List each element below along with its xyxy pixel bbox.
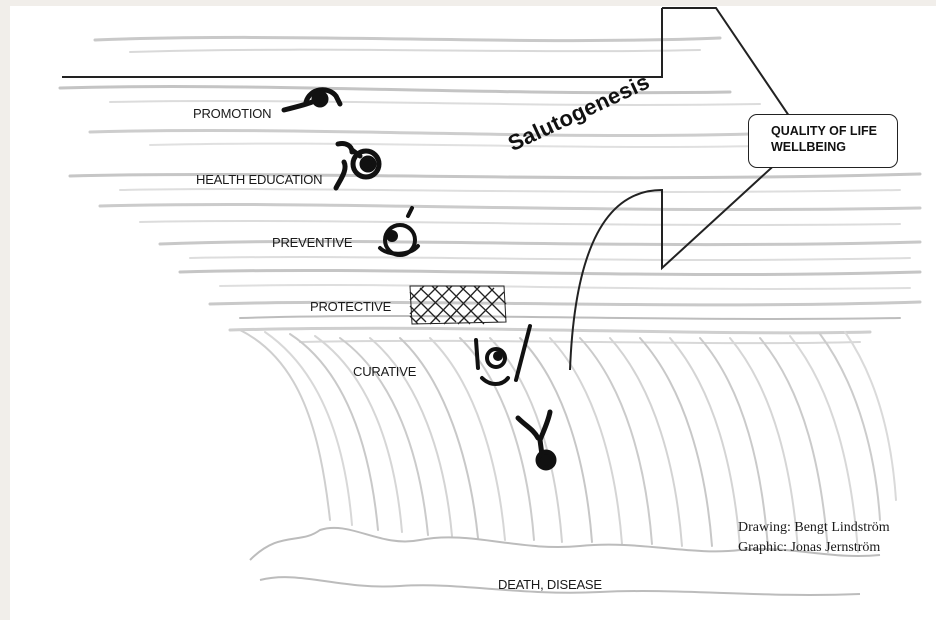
waterfall: [239, 329, 897, 553]
falling-figure: [515, 409, 557, 471]
goal-line-2: WELLBEING: [771, 140, 846, 154]
protective-net: [409, 285, 507, 325]
promotion-swimmer-figure: [281, 87, 343, 113]
curative-swimmer-figure: [474, 324, 532, 386]
splash-outline: [249, 526, 881, 596]
goal-line-1: QUALITY OF LIFE: [771, 124, 878, 138]
graphic-credit: Graphic: Jonas Jernström: [738, 540, 881, 555]
level-label-promotion: PROMOTION: [193, 106, 272, 121]
level-label-protective: PROTECTIVE: [310, 299, 392, 314]
death-disease-label: DEATH, DISEASE: [498, 577, 602, 592]
level-label-health-education: HEALTH EDUCATION: [196, 172, 323, 187]
level-label-curative: CURATIVE: [353, 364, 417, 379]
health-education-swimmer-figure: [333, 141, 382, 191]
river-illustration: [58, 7, 922, 596]
diagram-canvas: PROMOTION HEALTH EDUCATION PREVENTIVE PR…: [10, 6, 936, 620]
drawing-credit: Drawing: Bengt Lindström: [738, 520, 890, 535]
level-label-preventive: PREVENTIVE: [272, 235, 353, 250]
preventive-swimmer-figure: [378, 206, 420, 257]
quality-of-life-box: QUALITY OF LIFE WELLBEING: [748, 114, 898, 168]
river-flow-lines: [58, 35, 922, 345]
